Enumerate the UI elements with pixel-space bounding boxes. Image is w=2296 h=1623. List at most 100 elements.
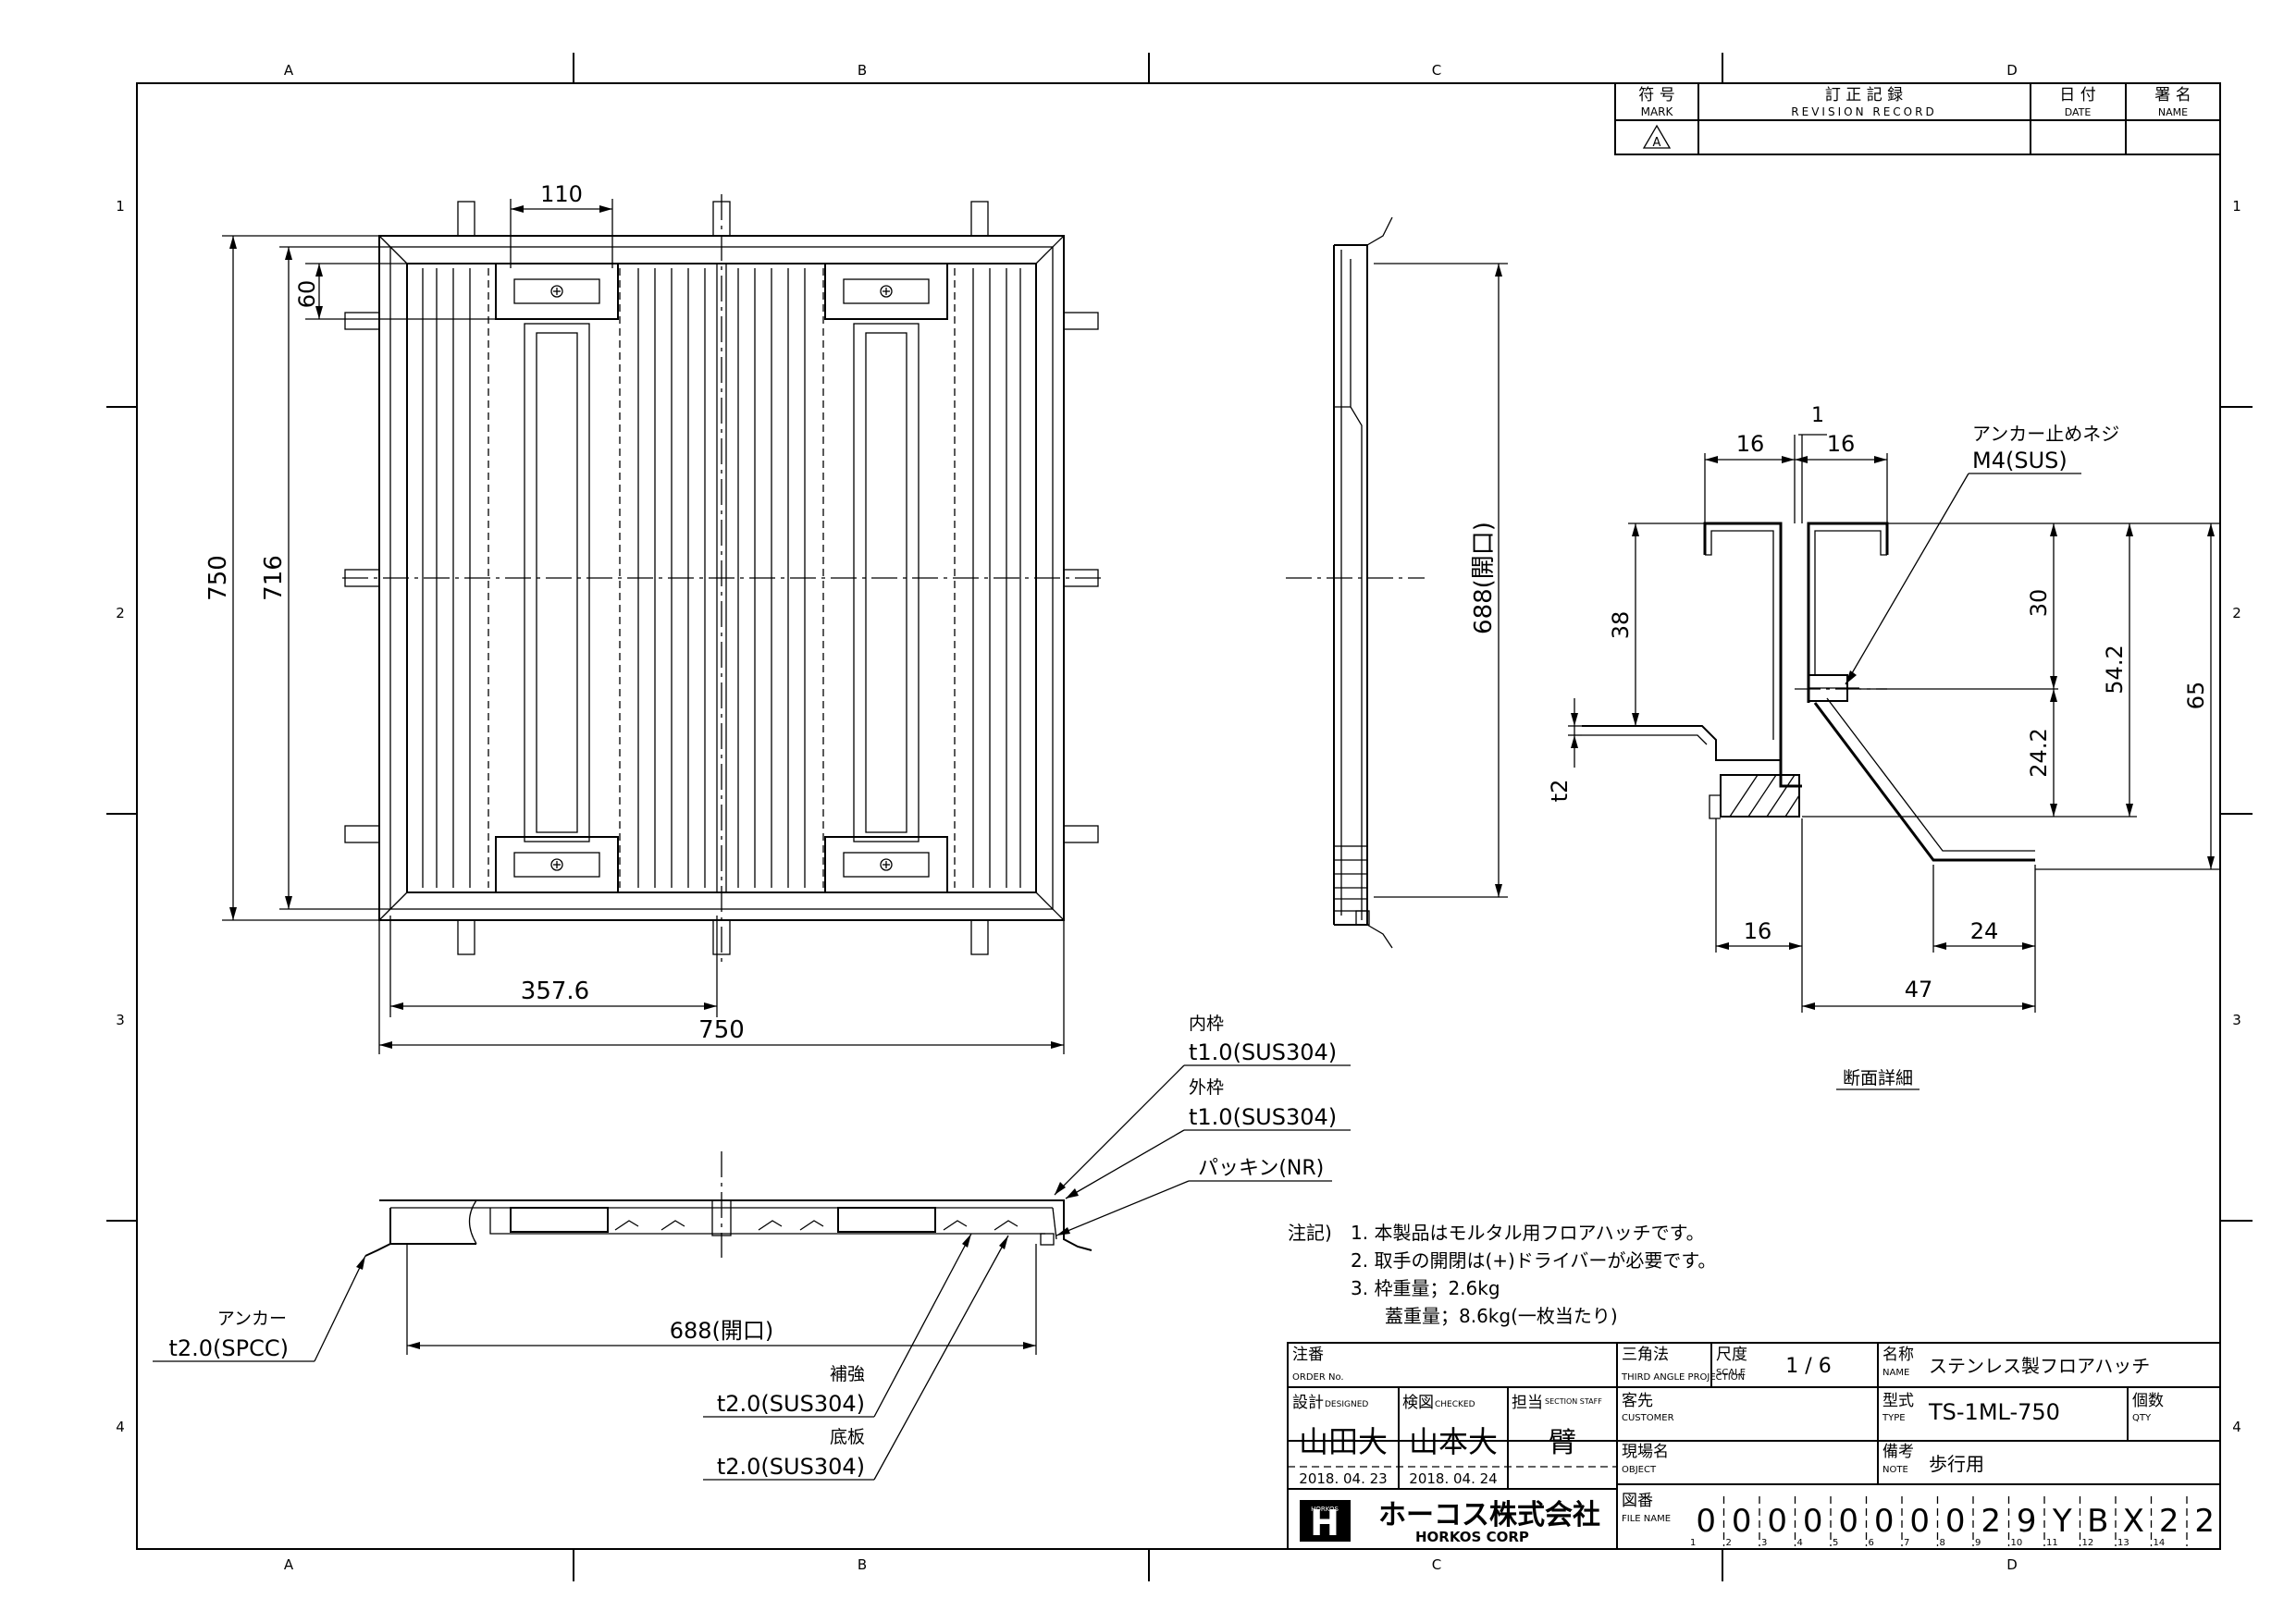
sheet-border bbox=[106, 53, 2253, 1581]
file-index-6: 6 bbox=[1869, 1538, 1874, 1548]
handle-top-right bbox=[824, 263, 948, 320]
dim-357-6: 357.6 bbox=[521, 977, 589, 1005]
tb-name-jp: 名称 bbox=[1882, 1346, 1914, 1364]
company-logo-letter: H bbox=[1310, 1503, 1339, 1543]
file-char-10: 9 bbox=[2017, 1503, 2037, 1540]
company-name-jp: ホーコス株式会社 bbox=[1378, 1499, 1600, 1531]
dim-t2: t2 bbox=[1547, 780, 1573, 803]
bottom-label: 底板 bbox=[830, 1427, 865, 1447]
tb-qty-jp: 個数 bbox=[2132, 1392, 2164, 1410]
tb-staff-en: SECTION STAFF bbox=[1545, 1397, 1602, 1406]
file-index-4: 4 bbox=[1797, 1538, 1803, 1548]
rev-name-jp: 署 名 bbox=[2154, 86, 2191, 105]
tb-name-value: ステンレス製フロアハッチ bbox=[1929, 1355, 2150, 1377]
row-label-3-left: 3 bbox=[116, 1012, 125, 1028]
tb-checked-jp: 検図 bbox=[1402, 1394, 1434, 1412]
border-labels: A B C D A B C D 1 2 3 4 1 2 3 4 bbox=[116, 62, 2241, 1573]
outer-frame-label: 外枠 bbox=[1189, 1077, 1224, 1098]
tb-customer-jp: 客先 bbox=[1622, 1392, 1653, 1410]
tb-file-en: FILE NAME bbox=[1622, 1514, 1671, 1524]
title-block: 注番 ORDER No. 三角法 THIRD ANGLE PROJECTION … bbox=[1287, 1342, 2221, 1550]
col-label-b-bottom: B bbox=[858, 1556, 867, 1573]
handle-top-left bbox=[495, 263, 619, 320]
notes-heading: 注記) bbox=[1288, 1222, 1332, 1244]
company-logo-icon bbox=[1300, 1500, 1351, 1542]
tb-staff-jp: 担当 bbox=[1512, 1394, 1543, 1412]
tb-type-en: TYPE bbox=[1882, 1413, 1906, 1423]
file-char-7: 0 bbox=[1909, 1503, 1930, 1540]
side-view: 688(開口) bbox=[1286, 216, 1508, 949]
file-char-1: 0 bbox=[1696, 1503, 1716, 1540]
tb-note-value: 歩行用 bbox=[1929, 1453, 1984, 1475]
row-label-4-right: 4 bbox=[2232, 1419, 2241, 1435]
file-char-4: 0 bbox=[1803, 1503, 1823, 1540]
tb-designed-en: DESIGNED bbox=[1325, 1400, 1368, 1409]
col-label-c-top: C bbox=[1432, 62, 1441, 79]
dim-38: 38 bbox=[1608, 611, 1634, 640]
note-3: 3. 枠重量；2.6kg bbox=[1351, 1277, 1500, 1299]
file-index-5: 5 bbox=[1833, 1538, 1838, 1548]
file-index-12: 12 bbox=[2082, 1538, 2094, 1548]
tb-object-en: OBJECT bbox=[1622, 1465, 1657, 1475]
dim-47: 47 bbox=[1905, 977, 1933, 1002]
dim-110: 110 bbox=[540, 181, 583, 207]
company-name-en: HORKOS CORP bbox=[1415, 1529, 1529, 1545]
col-label-a-bottom: A bbox=[284, 1556, 294, 1573]
dim-688-side: 688(開口) bbox=[1470, 522, 1498, 634]
tb-design-date: 2018. 04. 23 bbox=[1299, 1470, 1387, 1487]
anchor-label: アンカー bbox=[217, 1309, 287, 1329]
note-2: 2. 取手の開閉は(+)ドライバーが必要です。 bbox=[1351, 1249, 1716, 1272]
file-char-8: 0 bbox=[1945, 1503, 1966, 1540]
file-index-10: 10 bbox=[2011, 1538, 2023, 1548]
file-char-13: X bbox=[2123, 1503, 2144, 1540]
dim-65: 65 bbox=[2183, 682, 2209, 710]
tb-order-jp: 注番 bbox=[1292, 1346, 1324, 1364]
row-label-3-right: 3 bbox=[2232, 1012, 2241, 1028]
tb-designer: 山田大 bbox=[1299, 1424, 1388, 1459]
col-label-b-top: B bbox=[858, 62, 867, 79]
tb-scale-value: 1 / 6 bbox=[1785, 1355, 1831, 1378]
tb-projection-jp: 三角法 bbox=[1622, 1346, 1669, 1364]
file-char-5: 0 bbox=[1838, 1503, 1858, 1540]
tb-file-jp: 図番 bbox=[1622, 1492, 1653, 1510]
file-index-13: 13 bbox=[2117, 1538, 2129, 1548]
row-label-2-left: 2 bbox=[116, 605, 125, 621]
dim-16-left: 16 bbox=[1736, 431, 1765, 457]
inner-frame-spec: t1.0(SUS304) bbox=[1189, 1039, 1337, 1065]
packing-label: パッキン(NR) bbox=[1198, 1157, 1324, 1180]
rev-mark-en: MARK bbox=[1641, 105, 1674, 118]
section-detail: 1 16 16 アンカー止めネジ M4(SUS) 30 24.2 54.2 65 bbox=[1547, 404, 2220, 1090]
tb-order-en: ORDER No. bbox=[1292, 1372, 1344, 1383]
tb-scale-jp: 尺度 bbox=[1716, 1346, 1747, 1364]
tb-checker: 山本大 bbox=[1409, 1424, 1498, 1459]
detail-title: 断面詳細 bbox=[1843, 1068, 1913, 1088]
file-char-9: 2 bbox=[1981, 1503, 2001, 1540]
bottom-spec: t2.0(SUS304) bbox=[717, 1454, 865, 1480]
handle-bottom-left bbox=[495, 836, 619, 893]
revision-table: 符 号 MARK 訂 正 記 録 REVISION RECORD 日 付 DAT… bbox=[1614, 82, 2221, 155]
tb-note-en: NOTE bbox=[1882, 1465, 1908, 1475]
dim-16-bottom: 16 bbox=[1744, 918, 1772, 944]
file-index-3: 3 bbox=[1761, 1538, 1767, 1548]
tb-customer-en: CUSTOMER bbox=[1622, 1413, 1674, 1423]
tb-designed-jp: 設計 bbox=[1292, 1394, 1324, 1412]
file-index-14: 14 bbox=[2154, 1538, 2166, 1548]
dim-716-vertical: 716 bbox=[260, 555, 288, 601]
anchor-screw-spec: M4(SUS) bbox=[1972, 448, 2068, 473]
tb-qty-en: QTY bbox=[2132, 1413, 2152, 1423]
outer-frame-spec: t1.0(SUS304) bbox=[1189, 1104, 1337, 1130]
tb-name-en: NAME bbox=[1882, 1368, 1909, 1378]
col-label-c-bottom: C bbox=[1432, 1556, 1441, 1573]
file-index-11: 11 bbox=[2046, 1538, 2058, 1548]
tb-scale-en: SCALE bbox=[1716, 1368, 1746, 1378]
rev-record-jp: 訂 正 記 録 bbox=[1825, 86, 1903, 105]
dim-750-horizontal: 750 bbox=[698, 1016, 745, 1044]
section-view: 688(開口) 内枠 t1.0(SUS304) 外枠 t1.0(SUS304) … bbox=[153, 1014, 1351, 1481]
rev-mark-jp: 符 号 bbox=[1638, 86, 1674, 105]
file-char-12: B bbox=[2087, 1503, 2108, 1540]
rev-record-en: REVISION RECORD bbox=[1791, 105, 1936, 118]
notes: 注記) 1. 本製品はモルタル用フロアハッチです。 2. 取手の開閉は(+)ドラ… bbox=[1288, 1222, 1716, 1327]
dim-24: 24 bbox=[1970, 918, 1999, 944]
tb-staff: 臂 bbox=[1549, 1427, 1576, 1459]
